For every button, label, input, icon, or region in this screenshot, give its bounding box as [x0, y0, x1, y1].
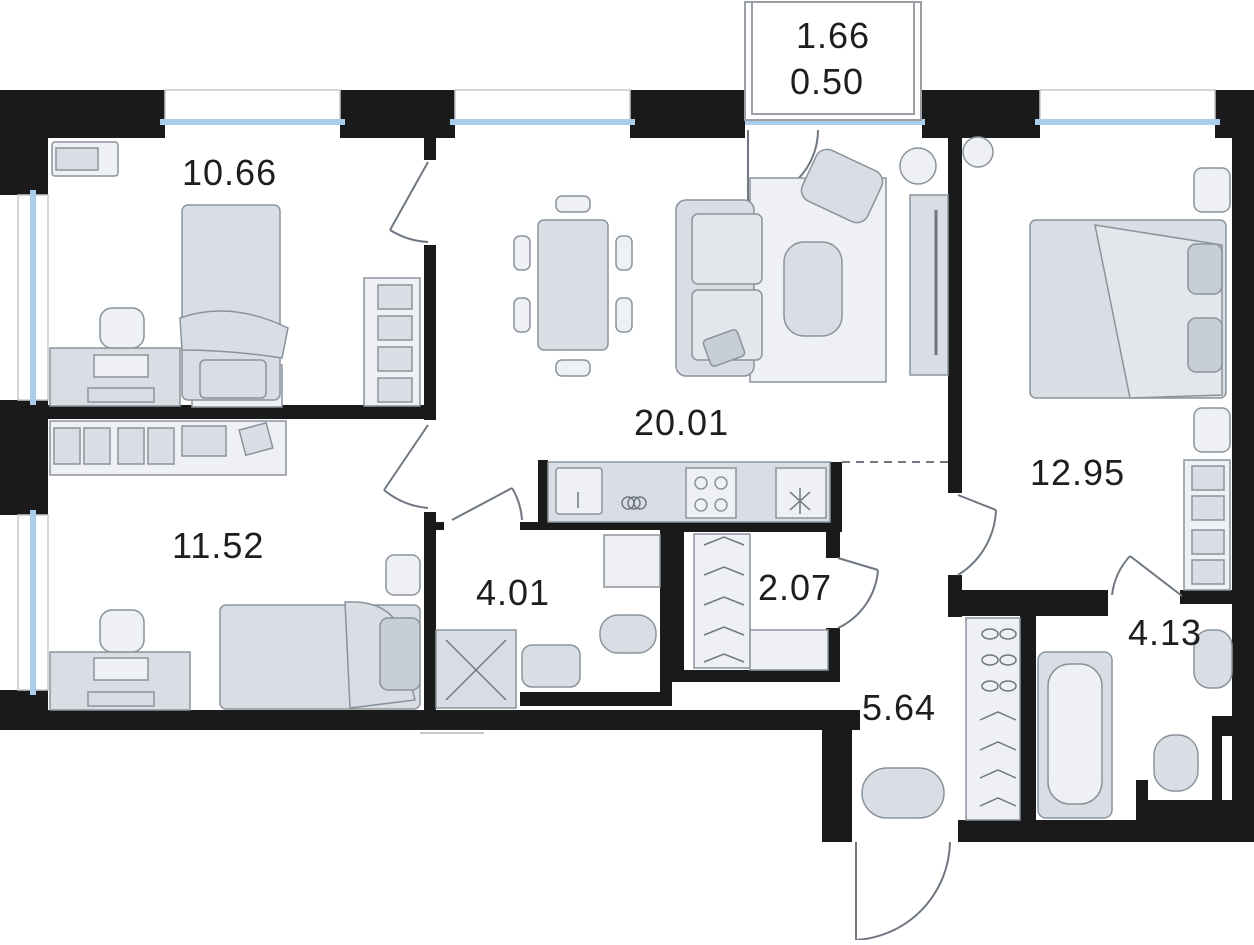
- windows: [17, 89, 1220, 734]
- balcony-area: 1.66: [796, 15, 871, 56]
- balcony-coefficient: 0.50: [790, 61, 865, 102]
- room-area-living-room: 20.01: [634, 402, 730, 443]
- balcony: [744, 1, 922, 121]
- fixture-icons: [577, 488, 1017, 807]
- room-area-bedroom-second: 11.52: [172, 525, 265, 566]
- room-area-bathroom: 4.13: [1128, 612, 1203, 653]
- room-area-hallway: 5.64: [862, 687, 937, 728]
- furniture: [49, 136, 1233, 821]
- room-area-wardrobe: 2.07: [758, 567, 833, 608]
- room-area-shower-room: 4.01: [476, 572, 551, 613]
- walls: [0, 90, 1254, 842]
- doors: [383, 129, 1183, 941]
- room-area-bedroom-small: 10.66: [182, 152, 278, 193]
- room-area-bedroom-master: 12.95: [1030, 452, 1126, 493]
